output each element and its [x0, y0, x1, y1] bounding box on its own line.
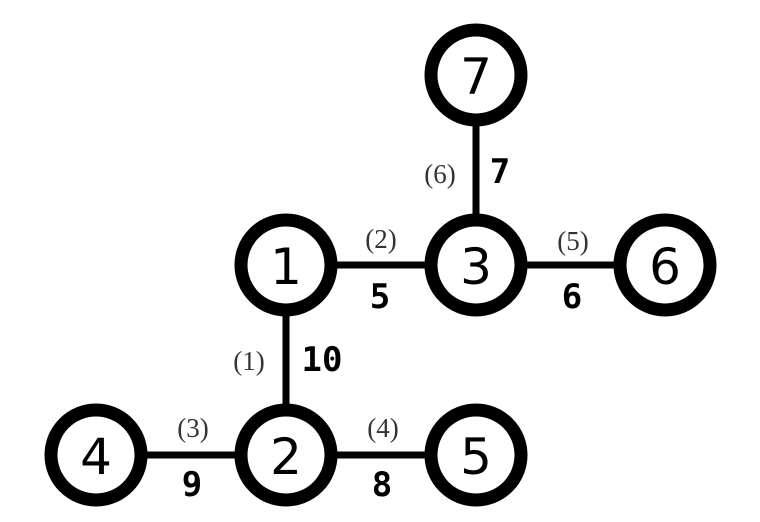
edge-weight-1-3: 5 [370, 277, 390, 317]
node-2-circle [234, 403, 338, 507]
node-1-label: 1 [270, 238, 302, 296]
node-3: 3 [424, 213, 528, 317]
node-3-circle [424, 213, 528, 317]
node-7: 7 [424, 23, 528, 127]
nodes: 1 2 3 4 5 6 7 [44, 23, 717, 507]
node-6: 6 [613, 213, 717, 317]
edge-index-1-3: (2) [365, 224, 396, 254]
edges [96, 75, 665, 459]
edge-weight-2-5: 8 [372, 465, 392, 505]
node-1-circle [234, 213, 338, 317]
node-6-circle [613, 213, 717, 317]
node-1: 1 [234, 213, 338, 317]
edge-weight-2-4: 9 [182, 465, 202, 505]
edge-weight-1-2: 10 [302, 340, 343, 380]
edge-index-3-6: (5) [557, 226, 588, 256]
node-2: 2 [234, 403, 338, 507]
node-3-label: 3 [460, 238, 492, 296]
edge-index-2-4: (3) [177, 413, 208, 443]
edge-weight-3-7: 7 [490, 152, 510, 192]
node-5-label: 5 [460, 428, 492, 486]
node-4-circle [44, 403, 148, 507]
edge-index-2-5: (4) [367, 413, 398, 443]
node-7-label: 7 [460, 48, 492, 106]
node-5-circle [424, 403, 528, 507]
edge-labels: (1) 10 (2) 5 (3) 9 (4) 8 (5) 6 (6) 7 [177, 152, 588, 505]
node-4-label: 4 [80, 428, 112, 486]
node-2-label: 2 [270, 428, 302, 486]
edge-index-1-2: (1) [233, 346, 264, 376]
edge-weight-3-6: 6 [562, 277, 582, 317]
node-7-circle [424, 23, 528, 127]
edge-index-3-7: (6) [424, 159, 455, 189]
node-6-label: 6 [649, 238, 681, 296]
node-4: 4 [44, 403, 148, 507]
node-5: 5 [424, 403, 528, 507]
